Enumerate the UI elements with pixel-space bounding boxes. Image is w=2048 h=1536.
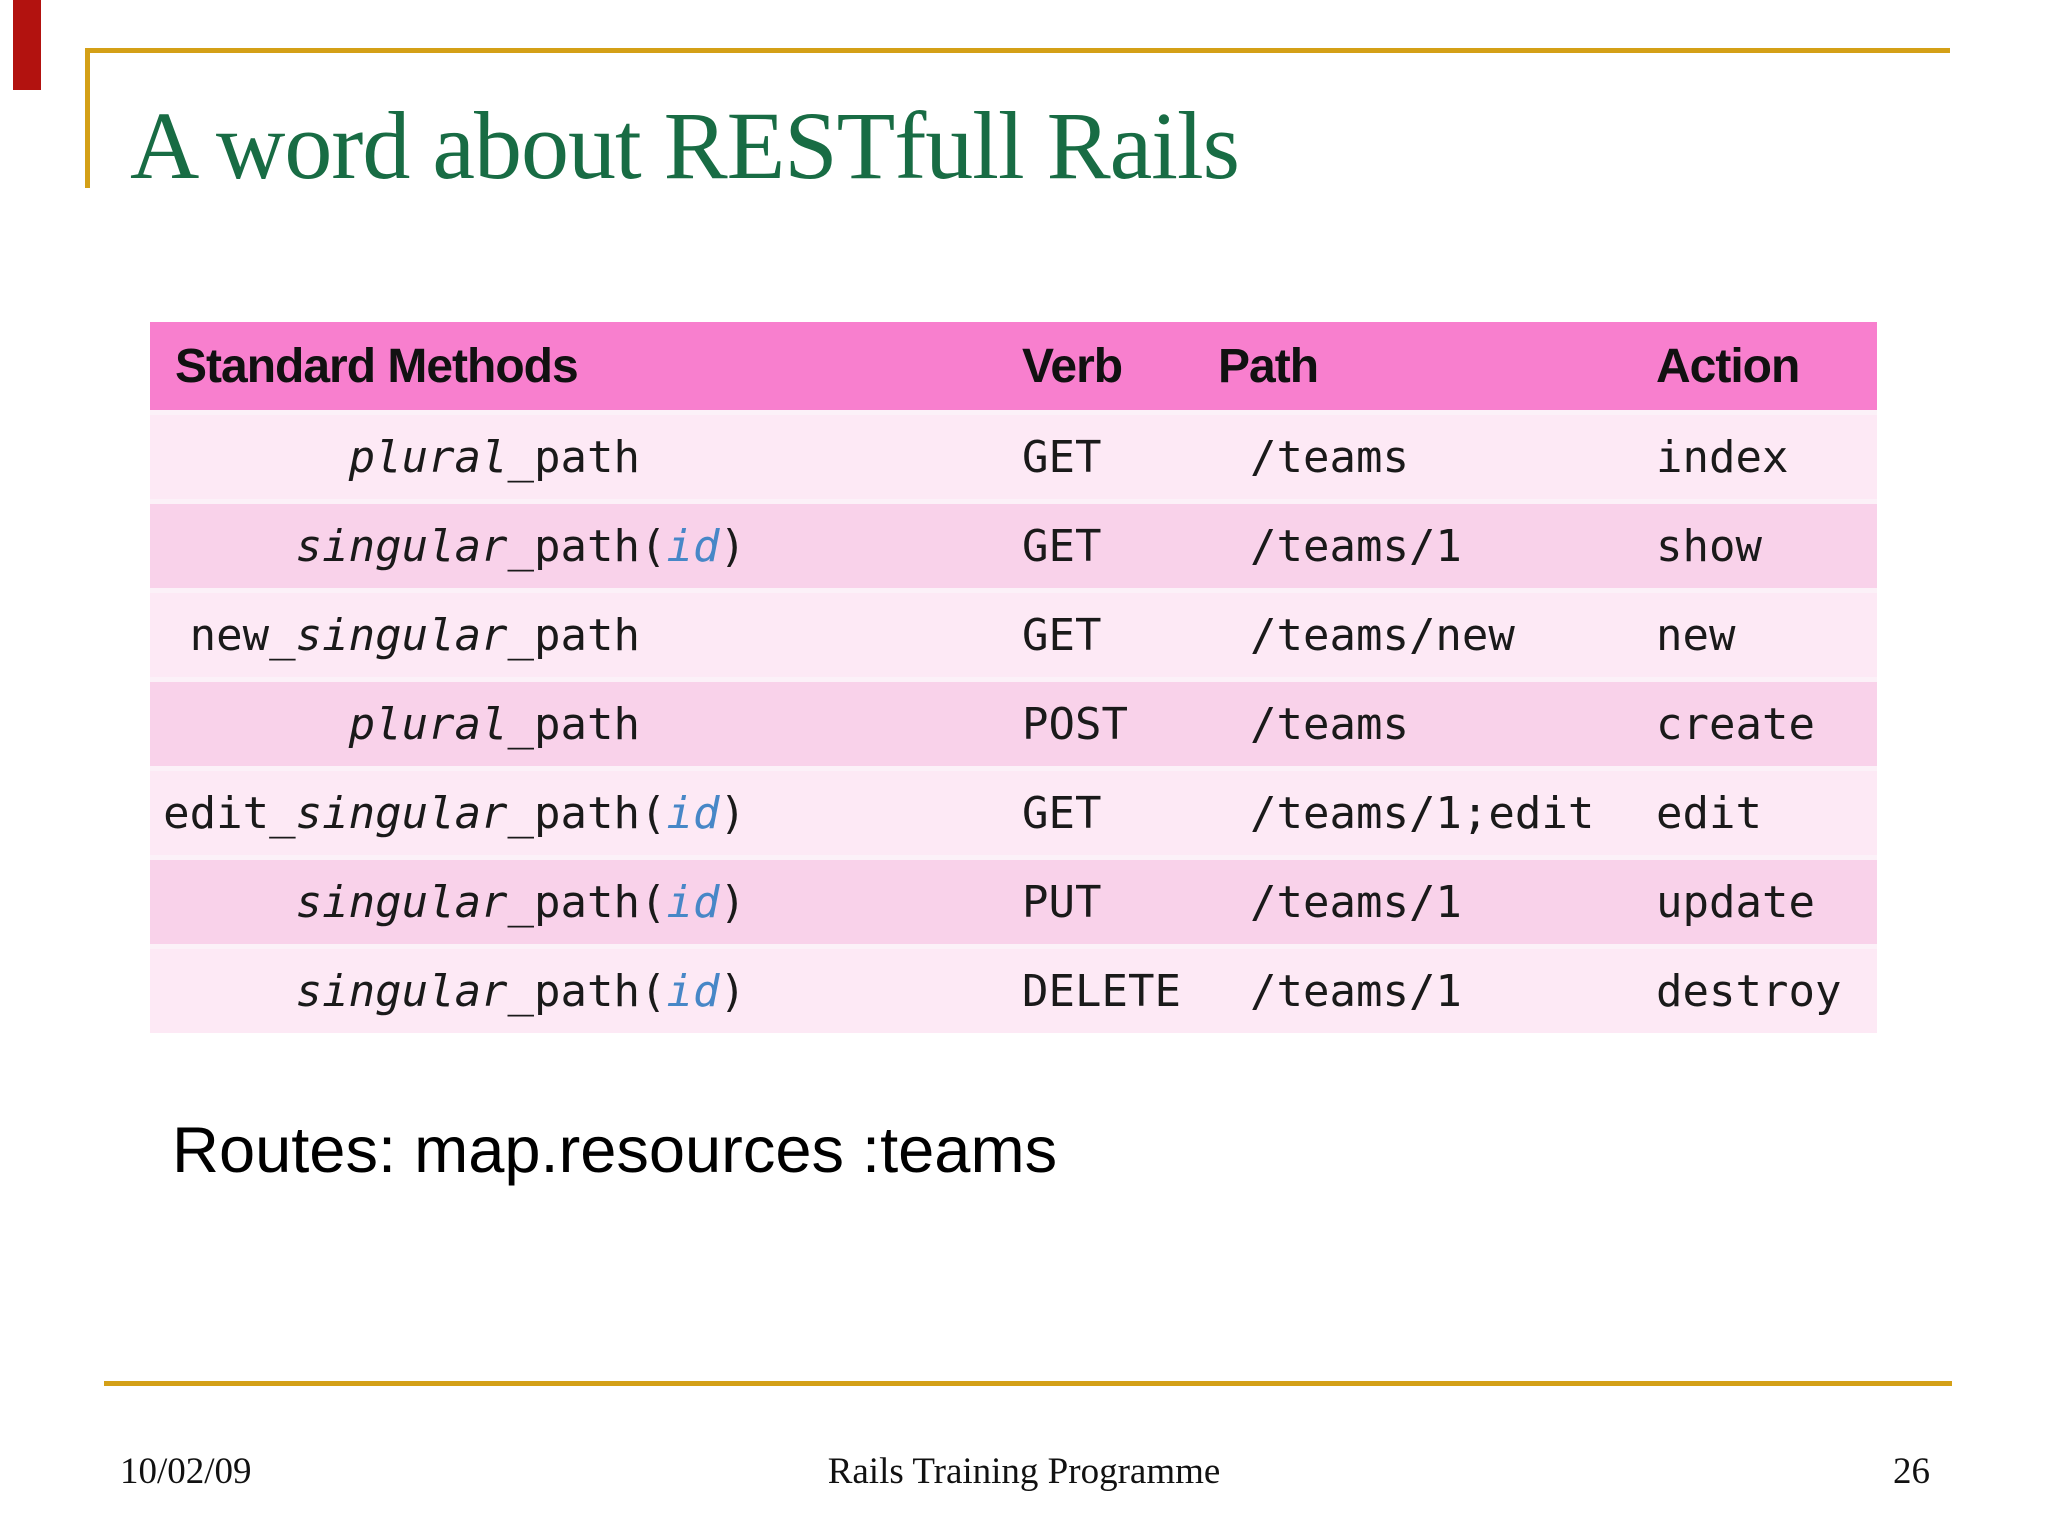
method-base: plural_path xyxy=(150,699,640,750)
path-cell: /teams xyxy=(1250,698,1409,750)
method-token: ( xyxy=(640,965,667,1017)
footer-rule xyxy=(104,1381,1952,1386)
verb-cell: DELETE xyxy=(1022,965,1181,1017)
action-cell: new xyxy=(1656,609,1736,661)
method-base: edit_singular_path xyxy=(150,788,640,839)
method-cell: plural_path xyxy=(150,699,1022,750)
routes-caption: Routes: map.resources :teams xyxy=(172,1113,1058,1186)
method-token: _path xyxy=(507,698,640,750)
verb-cell: POST xyxy=(1022,698,1128,750)
method-token: ) xyxy=(719,965,746,1017)
table-row: new_singular_path GET/teams/new new xyxy=(150,593,1877,677)
method-token: singular xyxy=(295,609,508,661)
method-token: _path xyxy=(507,965,640,1017)
table-header-row: Standard Methods Verb Path Action xyxy=(150,322,1877,410)
verb-cell: GET xyxy=(1022,520,1102,572)
method-token: ( xyxy=(640,787,667,839)
header-cell-path: Path xyxy=(1218,339,1319,393)
footer-date: 10/02/09 xyxy=(120,1451,252,1492)
id-token: id xyxy=(666,787,720,839)
method-token: singular xyxy=(295,876,508,928)
method-token: ) xyxy=(719,520,746,572)
action-cell: index xyxy=(1656,431,1789,483)
method-cell: edit_singular_path(id) xyxy=(150,788,1022,839)
path-cell: /teams/1 xyxy=(1250,965,1462,1017)
header-cell-verb: Verb xyxy=(1022,339,1123,393)
method-cell: plural_path xyxy=(150,432,1022,483)
footer-page-number: 26 xyxy=(1893,1451,1930,1492)
method-id-paren: (id) xyxy=(640,966,746,1017)
action-cell: edit xyxy=(1656,787,1762,839)
method-token: ) xyxy=(719,876,746,928)
header-cell-action: Action xyxy=(1656,339,1800,393)
id-token: id xyxy=(666,520,720,572)
method-token: edit_ xyxy=(163,787,296,839)
action-cell: show xyxy=(1656,520,1762,572)
method-token: _path xyxy=(507,787,640,839)
method-token: _path xyxy=(507,431,640,483)
path-cell: /teams/1 xyxy=(1250,520,1462,572)
method-id-paren: (id) xyxy=(640,521,746,572)
verb-cell: GET xyxy=(1022,431,1102,483)
method-token: singular xyxy=(295,520,508,572)
method-id-paren: (id) xyxy=(640,877,746,928)
action-cell: update xyxy=(1656,876,1815,928)
footer-center-text: Rails Training Programme xyxy=(827,1451,1221,1492)
id-token: id xyxy=(666,876,720,928)
action-cell: create xyxy=(1656,698,1815,750)
method-token: plural xyxy=(348,698,508,750)
path-cell: /teams/1;edit xyxy=(1250,787,1595,839)
page-title: A word about RESTfull Rails xyxy=(130,92,1240,199)
table-row: plural_path POST/teams create xyxy=(150,682,1877,766)
path-cell: /teams xyxy=(1250,431,1409,483)
table-row: plural_path GET/teams index xyxy=(150,415,1877,499)
path-cell: /teams/1 xyxy=(1250,876,1462,928)
method-base: new_singular_path xyxy=(150,610,640,661)
method-token: ( xyxy=(640,520,667,572)
method-cell: new_singular_path xyxy=(150,610,1022,661)
method-id-paren: (id) xyxy=(640,788,746,839)
method-base: singular_path xyxy=(150,877,640,928)
method-token: _path xyxy=(507,609,640,661)
method-token: new_ xyxy=(189,609,296,661)
method-token: ) xyxy=(719,787,746,839)
method-cell: singular_path(id) xyxy=(150,966,1022,1017)
method-cell: singular_path(id) xyxy=(150,877,1022,928)
header-cell-methods: Standard Methods xyxy=(175,339,579,393)
verb-cell: GET xyxy=(1022,787,1102,839)
method-token: _path xyxy=(507,520,640,572)
action-cell: destroy xyxy=(1656,965,1842,1017)
method-base: singular_path xyxy=(150,966,640,1017)
verb-cell: GET xyxy=(1022,609,1102,661)
title-rule-horizontal xyxy=(85,48,1950,53)
method-token: ( xyxy=(640,876,667,928)
verb-cell: PUT xyxy=(1022,876,1102,928)
method-token: plural xyxy=(348,431,508,483)
red-accent-bar xyxy=(13,0,41,90)
path-cell: /teams/new xyxy=(1250,609,1515,661)
method-token: singular xyxy=(295,965,508,1017)
method-cell: singular_path(id) xyxy=(150,521,1022,572)
method-token: _path xyxy=(507,876,640,928)
method-base: singular_path xyxy=(150,521,640,572)
title-rule-vertical xyxy=(85,48,90,188)
method-token: singular xyxy=(295,787,508,839)
id-token: id xyxy=(666,965,720,1017)
method-base: plural_path xyxy=(150,432,640,483)
